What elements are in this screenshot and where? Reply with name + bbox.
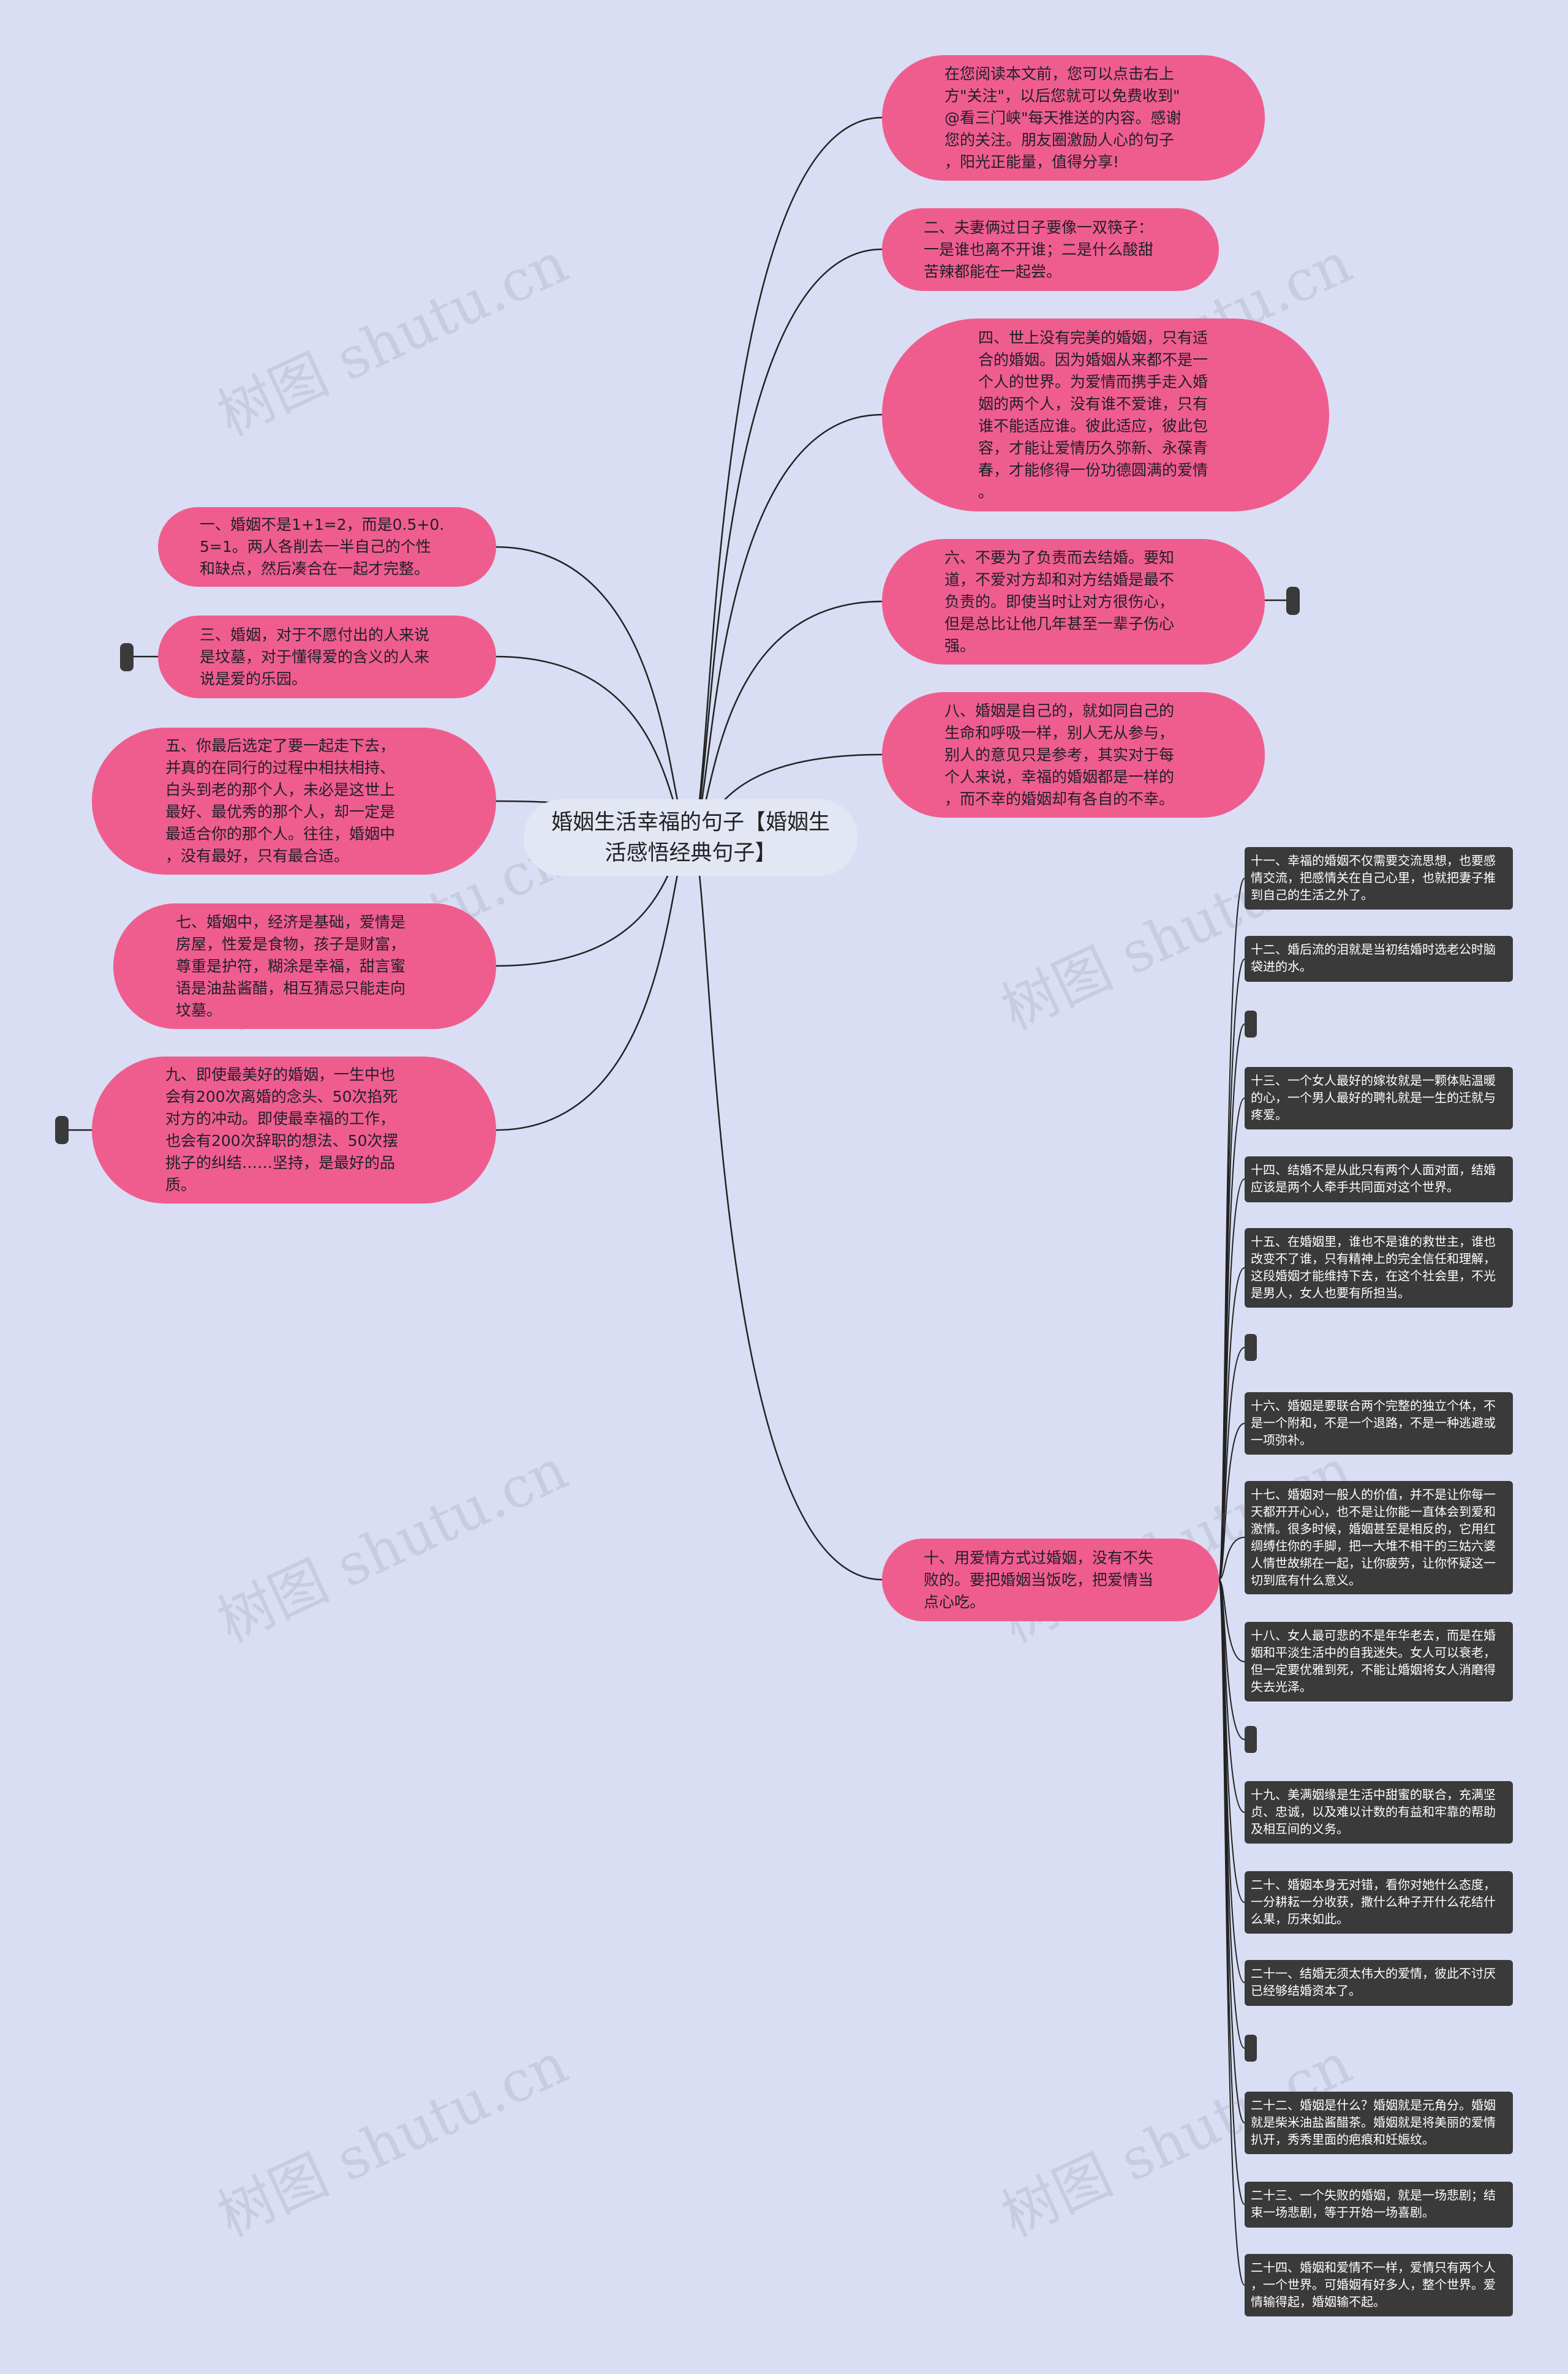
connector-right <box>690 116 883 838</box>
left-node-5[interactable]: 五、你最后选定了要一起走下去， 并真的在同行的过程中相扶相持、 白头到老的那个人… <box>92 728 496 875</box>
sub-node-13[interactable]: 十三、一个女人最好的嫁妆就是一颗体贴温暖 的心，一个男人最好的聘礼就是一生的迁就… <box>1245 1067 1513 1129</box>
right-node-intro[interactable]: 在您阅读本文前，您可以点击右上 方"关注"，以后您就可以免费收到" @看三门峡"… <box>882 55 1265 181</box>
sub-node-11[interactable]: 十一、幸福的婚姻不仅需要交流思想，也要感 情交流，把感情关在自己心里，也就把妻子… <box>1245 847 1513 910</box>
connector-sub <box>1218 1267 1245 1580</box>
connector-right <box>690 248 883 838</box>
collapsed-stub[interactable] <box>1245 1334 1257 1361</box>
connector-sub <box>1218 1537 1245 1580</box>
sub-node-20[interactable]: 二十、婚姻本身无对错，看你对她什么态度， 一分耕耘一分收获，撒什么种子开什么花结… <box>1245 1871 1513 1934</box>
collapse-handle[interactable] <box>55 1116 69 1144</box>
left-node-9[interactable]: 九、即使最美好的婚姻，一生中也 会有200次离婚的念头、50次掐死 对方的冲动。… <box>92 1057 496 1204</box>
connector-left <box>496 546 692 838</box>
collapse-handle[interactable] <box>1286 587 1300 615</box>
sub-node-18[interactable]: 十八、女人最可悲的不是年华老去，而是在婚 姻和平淡生活中的自我迷失。女人可以衰老… <box>1245 1622 1513 1701</box>
right-node-8[interactable]: 八、婚姻是自己的，就如同自己的 生命和呼吸一样，别人无从参与， 别人的意见只是参… <box>882 692 1265 818</box>
right-node-6[interactable]: 六、不要为了负责而去结婚。要知 道，不爱对方却和对方结婚是最不 负责的。即使当时… <box>882 539 1265 665</box>
left-node-1[interactable]: 一、婚姻不是1+1=2，而是0.5+0. 5=1。两人各削去一半自己的个性 和缺… <box>158 507 496 587</box>
sub-node-14[interactable]: 十四、结婚不是从此只有两个人面对面，结婚 应该是两个人牵手共同面对这个世界。 <box>1245 1156 1513 1202</box>
sub-node-12[interactable]: 十二、婚后流的泪就是当初结婚时选老公时脑 袋进的水。 <box>1245 936 1513 982</box>
connector-right <box>690 836 883 1581</box>
center-topic[interactable]: 婚姻生活幸福的句子【婚姻生活感悟经典句子】 <box>524 799 858 876</box>
connector-sub <box>1218 1579 1245 2286</box>
sub-node-23[interactable]: 二十三、一个失败的婚姻，就是一场悲剧；结 束一场悲剧，等于开始一场喜剧。 <box>1245 2182 1513 2228</box>
collapsed-stub[interactable] <box>1245 1011 1257 1038</box>
connector-right <box>690 413 883 838</box>
left-node-7[interactable]: 七、婚姻中，经济是基础，爱情是 房屋，性爱是食物，孩子是财富， 尊重是护符，糊涂… <box>113 903 496 1029</box>
connector-left <box>496 836 692 1131</box>
connector-sub <box>1218 1178 1245 1580</box>
connector-sub <box>1218 1579 1245 1662</box>
sub-node-21[interactable]: 二十一、结婚无须太伟大的爱情，彼此不讨厌 已经够结婚资本了。 <box>1245 1960 1513 2006</box>
sub-node-24[interactable]: 二十四、婚姻和爱情不一样，爱情只有两个人 ，一个世界。可婚姻有好多人，整个世界。… <box>1245 2254 1513 2316</box>
sub-node-22[interactable]: 二十二、婚姻是什么？婚姻就是元角分。婚姻 就是柴米油盐酱醋茶。婚姻就是将美丽的爱… <box>1245 2092 1513 2154</box>
connector-sub <box>1218 1423 1245 1580</box>
collapsed-stub[interactable] <box>1245 1726 1257 1753</box>
right-node-2[interactable]: 二、夫妻俩过日子要像一双筷子： 一是谁也离不开谁；二是什么酸甜 苦辣都能在一起尝… <box>882 208 1219 291</box>
right-node-10[interactable]: 十、用爱情方式过婚姻，没有不失 败的。要把婚姻当饭吃，把爱情当 点心吃。 <box>882 1539 1219 1621</box>
right-node-4[interactable]: 四、世上没有完美的婚姻，只有适 合的婚姻。因为婚姻从来都不是一 个人的世界。为爱… <box>882 318 1329 511</box>
collapsed-stub[interactable] <box>1245 2035 1257 2062</box>
sub-node-15[interactable]: 十五、在婚姻里，谁也不是谁的救世主，谁也 改变不了谁，只有精神上的完全信任和理解… <box>1245 1228 1513 1308</box>
left-node-3[interactable]: 三、婚姻，对于不愿付出的人来说 是坟墓，对于懂得爱的含义的人来 说是爱的乐园。 <box>158 616 496 698</box>
sub-node-19[interactable]: 十九、美满姻缘是生活中甜蜜的联合，充满坚 贞、忠诚，以及难以计数的有益和牢靠的帮… <box>1245 1781 1513 1844</box>
sub-node-17[interactable]: 十七、婚姻对一般人的价值，并不是让你每一 天都开开心心，也不是让你能一直体会到爱… <box>1245 1481 1513 1594</box>
sub-node-16[interactable]: 十六、婚姻是要联合两个完整的独立个体，不 是一个附和，不是一个退路，不是一种逃避… <box>1245 1392 1513 1455</box>
collapse-handle[interactable] <box>120 643 134 671</box>
